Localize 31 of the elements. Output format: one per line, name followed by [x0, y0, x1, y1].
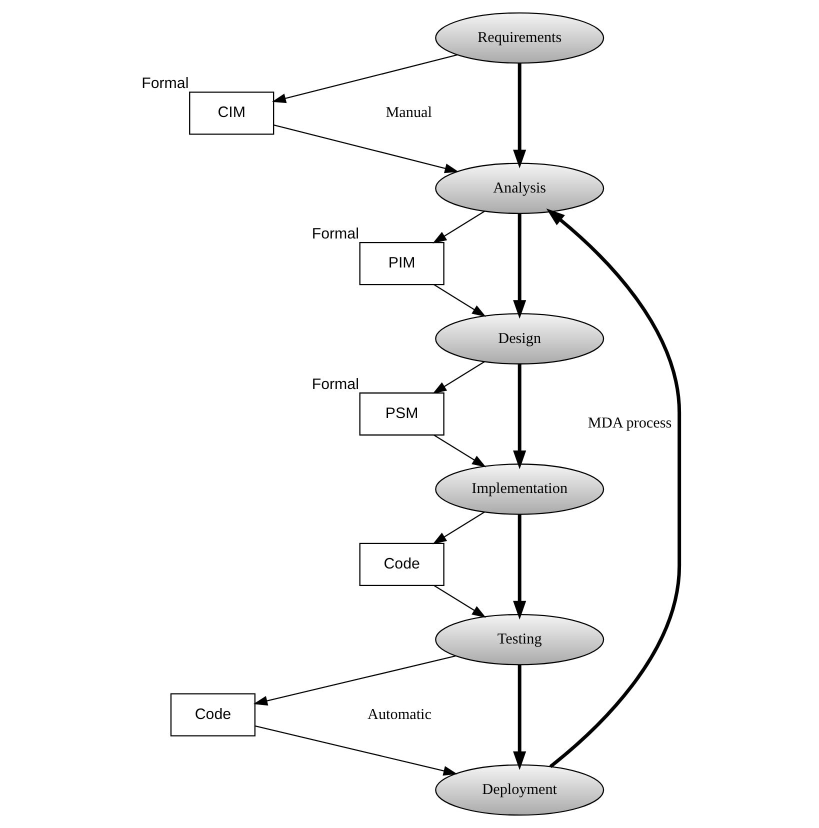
- arrow: [512, 664, 526, 770]
- arrow: [512, 63, 526, 168]
- arrow: [254, 725, 457, 776]
- arrow: [512, 364, 526, 470]
- arrow: [546, 208, 681, 768]
- arrow: [252, 655, 456, 706]
- edge-label: MDA process: [587, 414, 672, 432]
- node-box: PIM: [358, 242, 444, 286]
- node-box: Code: [358, 542, 444, 586]
- label: Manual: [385, 104, 432, 122]
- node-box: CIM: [188, 92, 274, 135]
- node-ellipse: Requirements: [434, 12, 604, 64]
- arrow: [433, 585, 486, 618]
- arrow: [432, 210, 484, 244]
- node-ellipse: Implementation: [434, 464, 604, 515]
- arrow: [432, 512, 484, 544]
- arrow: [433, 284, 486, 317]
- node-label: Formal: [311, 225, 358, 242]
- arrow: [273, 124, 458, 174]
- node-label: Formal: [141, 75, 188, 92]
- node-box: Code: [170, 693, 256, 736]
- node-label: Formal: [311, 376, 358, 393]
- arrow: [432, 361, 484, 394]
- arrow: [271, 54, 458, 104]
- arrow: [512, 214, 526, 319]
- arrow: [512, 514, 526, 620]
- node-ellipse: Testing: [434, 614, 604, 666]
- label: Automatic: [367, 706, 431, 723]
- arrow: [433, 434, 486, 468]
- node-box: PSM: [358, 392, 444, 436]
- node-ellipse: Design: [434, 313, 604, 364]
